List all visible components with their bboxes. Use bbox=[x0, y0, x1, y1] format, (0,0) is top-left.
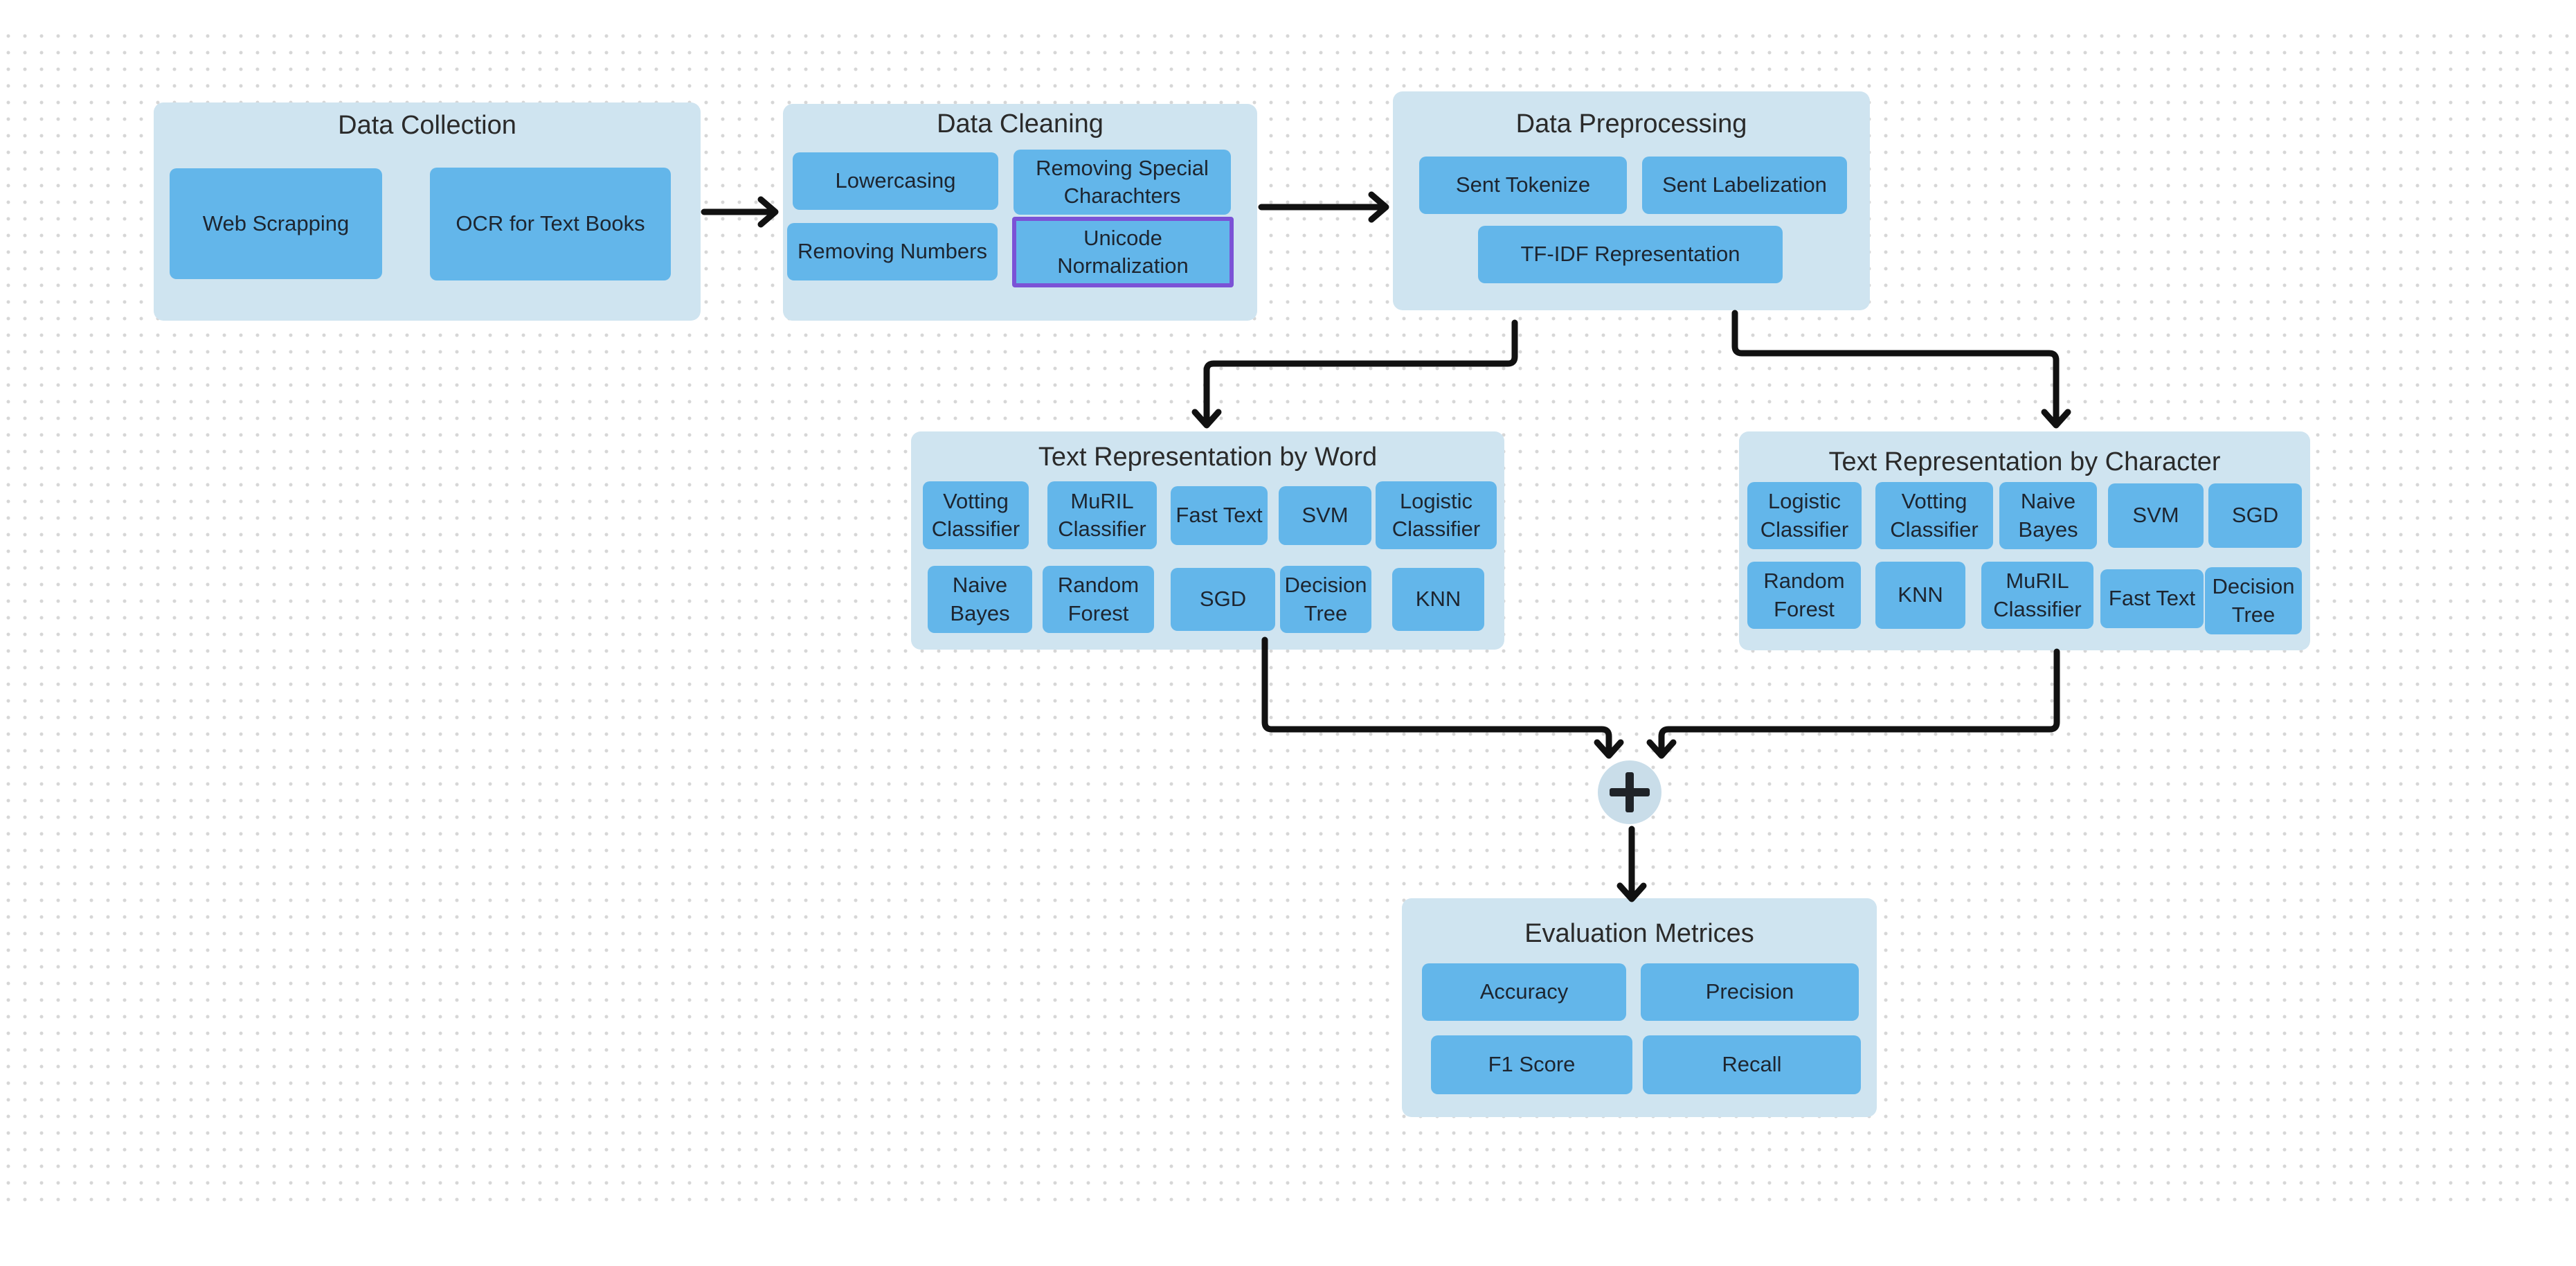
unicode-normalization-box: Unicode Normalization bbox=[1012, 217, 1234, 287]
word-fast-text-box: Fast Text bbox=[1171, 486, 1268, 545]
char-decision-tree-box: Decision Tree bbox=[2205, 567, 2302, 634]
sent-labelization-box: Sent Labelization bbox=[1642, 157, 1847, 214]
word-sgd-box: SGD bbox=[1171, 568, 1275, 631]
char-to-combine-arrow bbox=[1646, 648, 2060, 759]
accuracy-box: Accuracy bbox=[1422, 963, 1626, 1021]
char-random-forest-box: Random Forest bbox=[1747, 562, 1861, 629]
char-knn-box: KNN bbox=[1875, 562, 1965, 629]
word-representation-title: Text Representation by Word bbox=[1038, 443, 1378, 472]
char-muril-classifier-box: MuRIL Classifier bbox=[1981, 562, 2093, 629]
word-representation-group: Text Representation by Word Votting Clas… bbox=[911, 431, 1504, 650]
tfidf-representation-box: TF-IDF Representation bbox=[1478, 226, 1783, 283]
ocr-text-books-box: OCR for Text Books bbox=[430, 168, 671, 280]
f1-score-box: F1 Score bbox=[1431, 1035, 1632, 1094]
word-muril-classifier-box: MuRIL Classifier bbox=[1047, 481, 1157, 549]
data-preprocessing-group: Data Preprocessing Sent Tokenize Sent La… bbox=[1393, 91, 1870, 310]
web-scrapping-box: Web Scrapping bbox=[170, 168, 382, 279]
sent-tokenize-box: Sent Tokenize bbox=[1419, 157, 1627, 214]
char-sgd-box: SGD bbox=[2208, 483, 2302, 548]
removing-numbers-box: Removing Numbers bbox=[787, 223, 998, 280]
data-collection-group: Data Collection Web Scrapping OCR for Te… bbox=[154, 102, 701, 321]
char-fast-text-box: Fast Text bbox=[2100, 569, 2204, 628]
precision-box: Precision bbox=[1641, 963, 1859, 1021]
plus-icon bbox=[1610, 772, 1650, 812]
char-logistic-classifier-box: Logistic Classifier bbox=[1747, 482, 1862, 549]
evaluation-group: Evaluation Metrices Accuracy Precision F… bbox=[1402, 898, 1877, 1117]
char-naive-bayes-box: Naive Bayes bbox=[1999, 482, 2097, 549]
recall-box: Recall bbox=[1643, 1035, 1861, 1094]
word-decision-tree-box: Decision Tree bbox=[1280, 566, 1371, 633]
char-votting-classifier-box: Votting Classifier bbox=[1875, 482, 1993, 549]
removing-special-characters-box: Removing Special Charachters bbox=[1014, 150, 1231, 215]
word-naive-bayes-box: Naive Bayes bbox=[928, 566, 1032, 633]
data-cleaning-group: Data Cleaning Lowercasing Removing Speci… bbox=[783, 104, 1257, 321]
data-collection-title: Data Collection bbox=[338, 111, 516, 140]
combine-plus-node bbox=[1598, 760, 1661, 824]
char-svm-box: SVM bbox=[2108, 483, 2204, 548]
word-svm-box: SVM bbox=[1279, 486, 1371, 545]
data-preprocessing-title: Data Preprocessing bbox=[1515, 109, 1747, 139]
word-votting-classifier-box: Votting Classifier bbox=[923, 481, 1029, 549]
combine-to-evaluation-arrow bbox=[1616, 826, 1647, 902]
collection-to-cleaning-arrow bbox=[701, 196, 779, 228]
cleaning-to-preprocessing-arrow bbox=[1258, 191, 1389, 223]
preprocessing-to-word-arrow bbox=[1191, 319, 1518, 429]
preprocessing-to-char-arrow bbox=[1731, 310, 2071, 429]
word-random-forest-box: Random Forest bbox=[1043, 566, 1154, 633]
char-representation-group: Text Representation by Character Logisti… bbox=[1739, 431, 2310, 650]
char-representation-title: Text Representation by Character bbox=[1828, 447, 2221, 476]
evaluation-title: Evaluation Metrices bbox=[1524, 919, 1754, 948]
data-cleaning-title: Data Cleaning bbox=[937, 109, 1104, 139]
word-to-combine-arrow bbox=[1261, 636, 1624, 759]
word-logistic-classifier-box: Logistic Classifier bbox=[1376, 481, 1497, 549]
lowercasing-box: Lowercasing bbox=[793, 152, 998, 210]
word-knn-box: KNN bbox=[1392, 568, 1484, 631]
